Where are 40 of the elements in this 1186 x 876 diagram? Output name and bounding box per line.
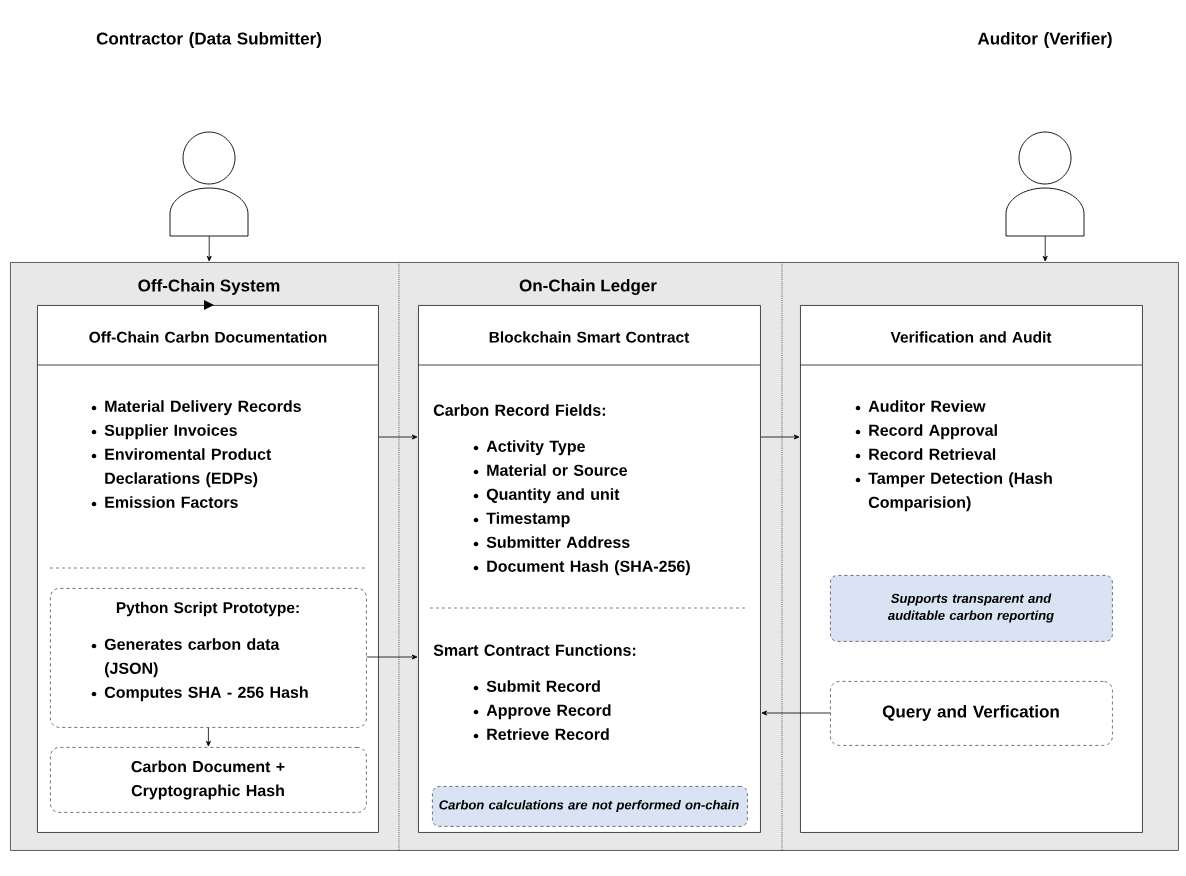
bullet-item: Computes SHA - 256 Hash — [91, 686, 308, 702]
bullet-item: Quantity and unit — [473, 488, 620, 504]
panel-heading: Blockchain Smart Contract — [489, 331, 690, 343]
bullet-item: Generates carbon data (JSON) — [91, 638, 280, 678]
arrow — [761, 710, 831, 716]
bullet-item: Record Retrieval — [855, 448, 996, 460]
arrow — [206, 236, 212, 262]
section-heading: Smart Contract Functions: — [433, 644, 636, 656]
arrow — [205, 727, 211, 747]
arrow — [366, 654, 418, 660]
bullet-item: Enviromental Product Declarations (EDPs) — [91, 448, 272, 488]
column-heading: On-Chain Ledger — [519, 279, 657, 295]
bullet-item: Submit Record — [473, 680, 600, 692]
panel-heading: Python Script Prototype: — [116, 601, 299, 617]
note-text: Carbon calculations are not performed on-chain — [439, 799, 739, 813]
bullet-item: Material Delivery Records — [91, 400, 301, 416]
bullet-item: Retrieve Record — [473, 728, 609, 740]
arrow — [1042, 236, 1048, 262]
bullet-item: Document Hash (SHA-256) — [473, 560, 690, 576]
bullet-item: Supplier Invoices — [91, 424, 237, 440]
bullet-item: Activity Type — [473, 440, 585, 456]
panel-heading: Off-Chain Carbn Documentation — [89, 331, 327, 343]
box-label: Query and Verfication — [882, 705, 1059, 721]
bullet-item: Tamper Detection (Hash Comparision) — [855, 472, 1052, 512]
bullet-item: Timestamp — [473, 512, 570, 528]
person-label: Contractor (Data Submitter) — [96, 32, 321, 48]
bullet-item: Record Approval — [855, 424, 997, 440]
note-text: Supports transparent and auditable carbon reporting — [888, 593, 1054, 623]
bullet-item: Emission Factors — [91, 496, 238, 508]
arrow — [378, 434, 418, 440]
person-label: Auditor (Verifier) — [977, 32, 1112, 48]
bullet-item: Submitter Address — [473, 536, 630, 548]
arrow — [760, 434, 800, 440]
bullet-item: Material or Source — [473, 464, 627, 476]
bullet-item: Auditor Review — [855, 400, 986, 412]
column-heading: Off-Chain System — [138, 279, 280, 295]
bullet-item: Approve Record — [473, 704, 611, 720]
panel-heading: Verification and Audit — [890, 331, 1052, 343]
section-heading: Carbon Record Fields: — [433, 404, 605, 416]
box-label: Carbon Document + Cryptographic Hash — [131, 760, 285, 800]
